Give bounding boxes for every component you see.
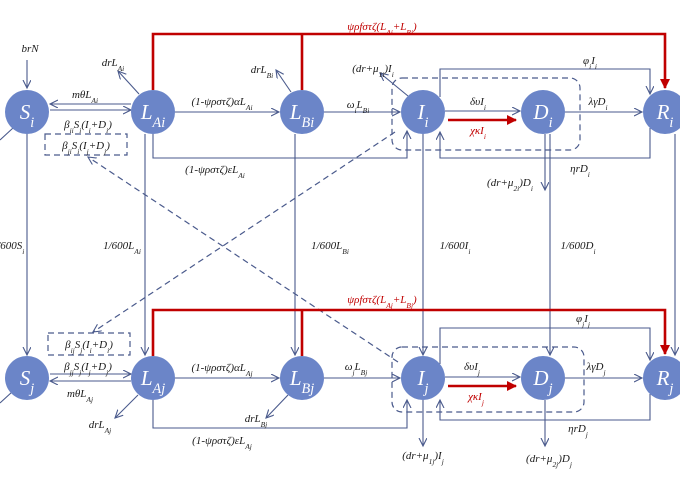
infection-local-label: βiiSi(Ii+Di) (63, 119, 112, 135)
infection-cross-label: βijSj(Ii+Di) (64, 339, 113, 355)
death-LA-arrow (115, 394, 139, 418)
treatment-arrow (151, 308, 670, 356)
infectious-group-box (391, 346, 585, 413)
recover-I-label: φjIj (576, 313, 590, 329)
node-label: Sj (20, 366, 35, 397)
node-R-i: Ri (643, 90, 680, 134)
node-LB-j: LBj (280, 356, 324, 400)
cross-infection-j-to-i (88, 157, 399, 363)
node-label: Ri (656, 100, 674, 131)
relapse-label: ηrDi (570, 163, 590, 179)
infection-cross-label: βjiSi(Ij+Dj) (61, 140, 110, 156)
cross-infection-i-to-j (93, 131, 396, 332)
node-LA-i: LAi (131, 90, 175, 134)
node-label: LAj (140, 366, 165, 397)
node-R-j: Rj (643, 356, 680, 400)
recover-I-arrow (439, 327, 650, 364)
migration-label: mθLAj (67, 388, 93, 404)
recover-I-label: φiIi (583, 55, 597, 71)
top-labels: brN mθLAi βiiSi(Ii+Di) βjiSi(Ij+Dj) drLA… (0, 21, 608, 256)
top-row-flows (0, 32, 670, 190)
node-label: Di (532, 100, 552, 131)
treatment-label: ψρfστζ(LAi+LBi) (347, 21, 417, 37)
omega-label: ωiLBi (347, 99, 370, 115)
node-label: LBj (289, 366, 314, 397)
move-D-label: 1/600Di (560, 240, 595, 256)
diag-label: δυIj (464, 361, 480, 377)
node-I-i: Ii (401, 90, 445, 134)
death-LB-label: drLBj (245, 413, 268, 429)
bottom-row-flows (0, 308, 670, 446)
infectious-group-box (391, 77, 581, 151)
death-LB-label: drLBi (251, 64, 274, 80)
recover-D-label: λγDj (585, 361, 605, 377)
death-LB-arrow (266, 394, 289, 418)
node-label: Dj (532, 366, 552, 397)
node-S-i: Si (5, 90, 49, 134)
diag-red-label: χκIj (467, 391, 484, 407)
move-LB-label: 1/600LBi (311, 240, 349, 256)
infection-local-label: βjjSj(Ij+Dj) (63, 361, 112, 377)
node-label: Ij (417, 366, 429, 397)
diag-red-label: χκIi (469, 125, 486, 141)
node-I-j: Ij (401, 356, 445, 400)
move-S-label: 1/600Si (0, 240, 24, 256)
node-label: LBi (289, 100, 314, 131)
progress-eps-label: (1-ψρστζ)εLAi (185, 164, 245, 180)
node-LB-i: LBi (280, 90, 324, 134)
node-label: Ii (417, 100, 429, 131)
diag-label: δυIi (470, 96, 486, 112)
death-LA-label: drLAi (102, 57, 125, 73)
cross-infection-box (44, 133, 128, 156)
death-I-label: (dr+μ1i)Ii (352, 63, 394, 79)
migration-label: mθLAi (72, 89, 98, 105)
treatment-label: ψρfστζ(LAj+LBj) (347, 294, 417, 310)
progress-alpha-label: (1-ψρστζ)αLAj (191, 362, 252, 378)
treatment-arrow (151, 32, 670, 90)
offscreen-line (0, 127, 14, 141)
relapse-label: ηrDj (568, 423, 588, 439)
death-LB-arrow (276, 70, 292, 93)
progress-eps-label: (1-ψρστζ)εLAj (192, 435, 252, 451)
eps-arrow (152, 400, 407, 429)
death-I-label: (dr+μ1j)Ij (402, 450, 444, 466)
node-D-j: Dj (521, 356, 565, 400)
death-LA-label: drLAj (89, 419, 112, 435)
death-D-label: (dr+μ2i)Di (487, 177, 533, 193)
node-S-j: Sj (5, 356, 49, 400)
node-label: LAi (140, 100, 165, 131)
cross-infection-box (47, 332, 131, 356)
nodes: Si LAi LBi Ii Di Ri Sj LAj LBj Ij Dj Rj (5, 90, 680, 400)
death-D-label: (dr+μ2j)Dj (526, 453, 572, 469)
death-I-arrow (380, 73, 409, 97)
move-LA-label: 1/600LAi (103, 240, 141, 256)
recover-D-label: λγDi (587, 96, 607, 112)
offscreen-line (0, 391, 13, 404)
node-LA-j: LAj (131, 356, 175, 400)
move-I-label: 1/600Ii (440, 240, 471, 256)
recover-I-arrow (439, 68, 650, 97)
omega-label: ωjLBj (345, 361, 368, 377)
eps-arrow (152, 131, 407, 159)
progress-alpha-label: (1-ψρστζ)αLAi (191, 96, 252, 112)
node-label: Si (20, 100, 35, 131)
birth-label: brN (21, 43, 39, 55)
bottom-labels: ψρfστζ(LAj+LBj) φjIj βijSj(Ii+Di) βjjSj(… (63, 294, 605, 469)
node-label: Rj (656, 366, 674, 397)
node-D-i: Di (521, 90, 565, 134)
migration-flows (27, 131, 675, 363)
death-LA-arrow (118, 71, 140, 95)
